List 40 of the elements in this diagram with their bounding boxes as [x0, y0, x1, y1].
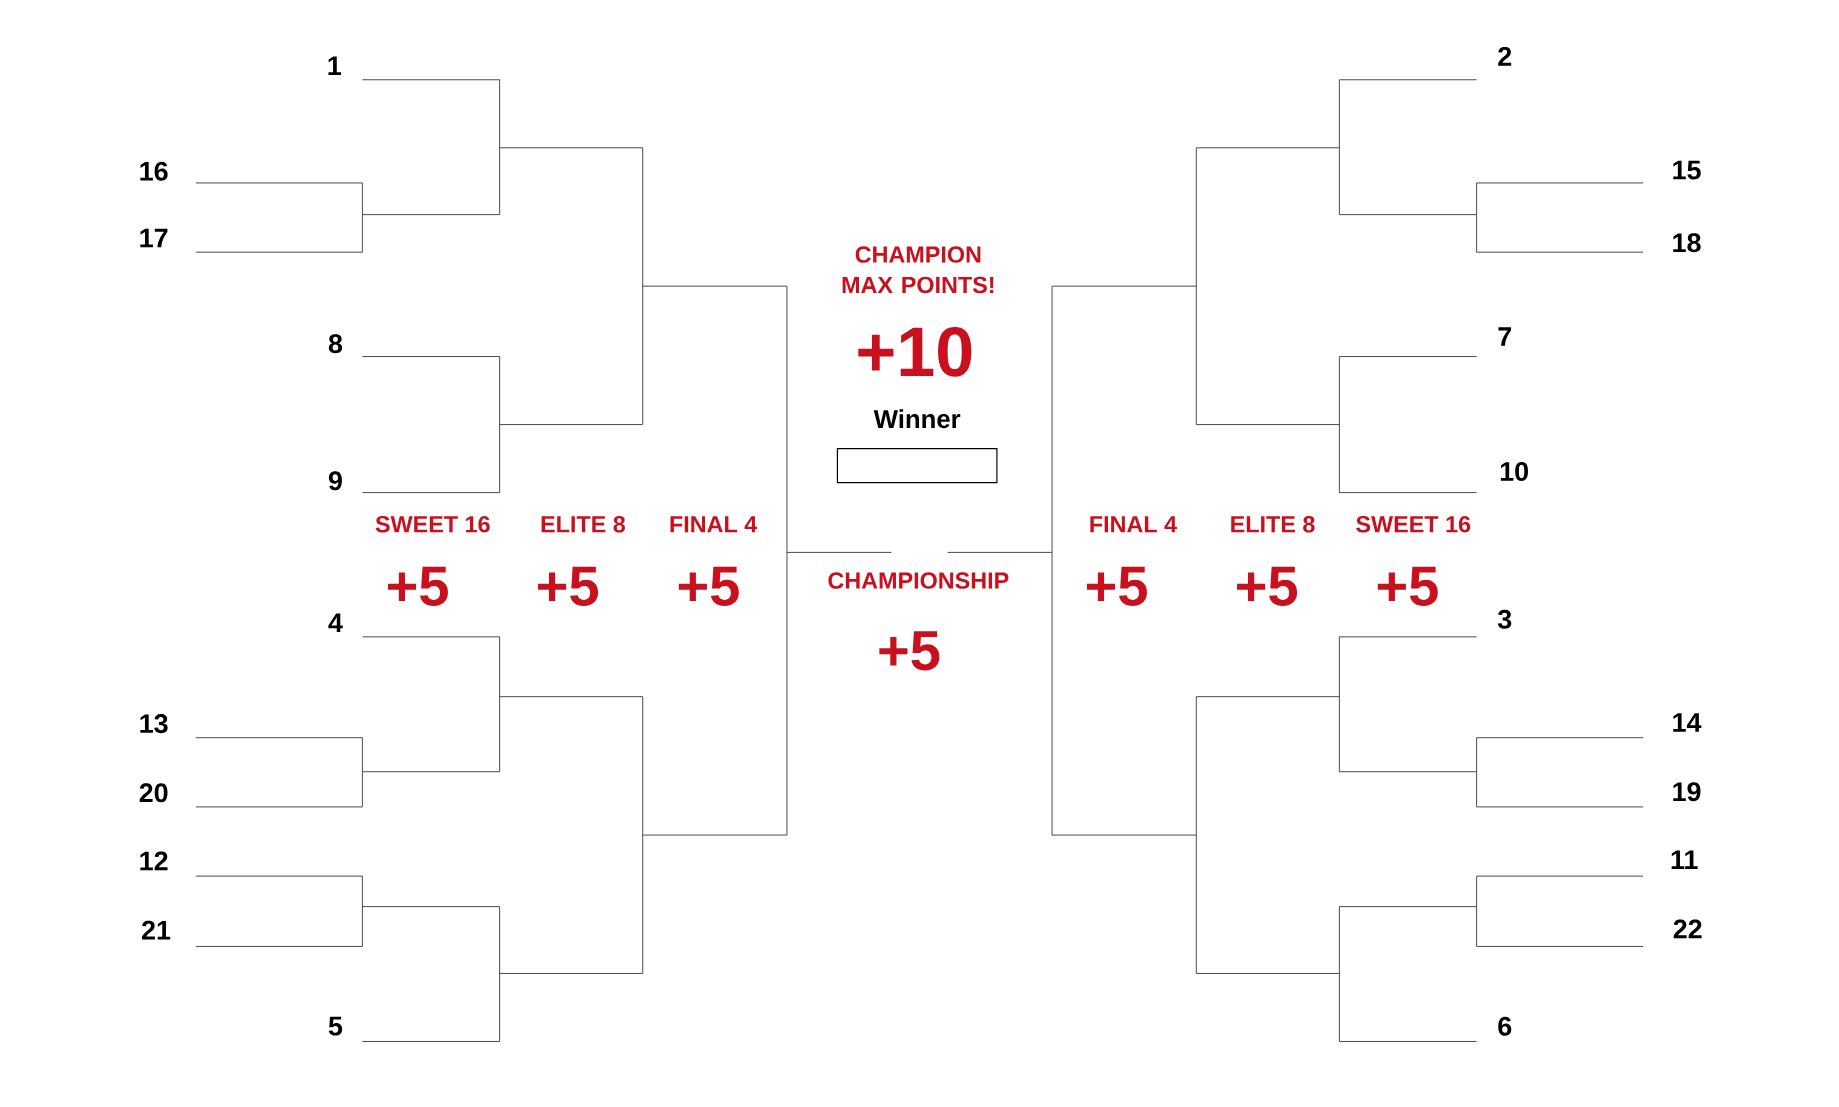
round-heading: FINAL 4 — [670, 516, 758, 533]
round-heading: CHAMPIONSHIP — [828, 572, 1009, 589]
seed-number: 12 — [140, 851, 168, 871]
seed-number: 9 — [328, 471, 342, 491]
seed-number: 20 — [139, 783, 168, 803]
seed-number: 8 — [328, 334, 343, 354]
seed-number: 14 — [1673, 713, 1702, 732]
round-heading: ELITE 8 — [1231, 515, 1315, 533]
seed-number: 10 — [1500, 461, 1528, 481]
answer-box — [836, 447, 998, 484]
seed-number: 16 — [140, 161, 168, 181]
seed-number: 1 — [328, 56, 341, 75]
seed-number: 17 — [140, 228, 168, 248]
round-heading: FINAL 4 — [1090, 516, 1177, 533]
points-value: +5 — [1237, 566, 1298, 606]
points-value: +10 — [858, 327, 972, 377]
box-heading: Winner — [873, 409, 961, 429]
seed-number: 11 — [1671, 850, 1698, 869]
points-value: +5 — [538, 566, 599, 606]
points-value: +5 — [1086, 566, 1147, 606]
seed-number: 19 — [1673, 782, 1701, 802]
seed-number: 2 — [1498, 46, 1512, 66]
seed-number: 3 — [1497, 609, 1512, 629]
seed-number: 13 — [140, 714, 168, 734]
round-heading: CHAMPION MAX POINTS! — [842, 246, 994, 294]
points-value: +5 — [1377, 566, 1438, 606]
seed-number: 4 — [328, 613, 343, 632]
seed-number: 5 — [328, 1016, 343, 1036]
points-value: +5 — [678, 566, 739, 606]
points-value: +5 — [879, 631, 940, 671]
seed-number: 21 — [142, 920, 171, 940]
seed-number: 6 — [1498, 1016, 1512, 1036]
points-value: +5 — [387, 566, 448, 606]
round-heading: SWEET 16 — [375, 515, 490, 533]
seed-number: 18 — [1673, 233, 1701, 253]
seed-number: 22 — [1673, 919, 1702, 939]
round-heading: ELITE 8 — [541, 515, 626, 533]
round-heading: SWEET 16 — [1356, 515, 1471, 533]
seed-number: 7 — [1498, 327, 1512, 346]
seed-number: 15 — [1673, 160, 1701, 180]
